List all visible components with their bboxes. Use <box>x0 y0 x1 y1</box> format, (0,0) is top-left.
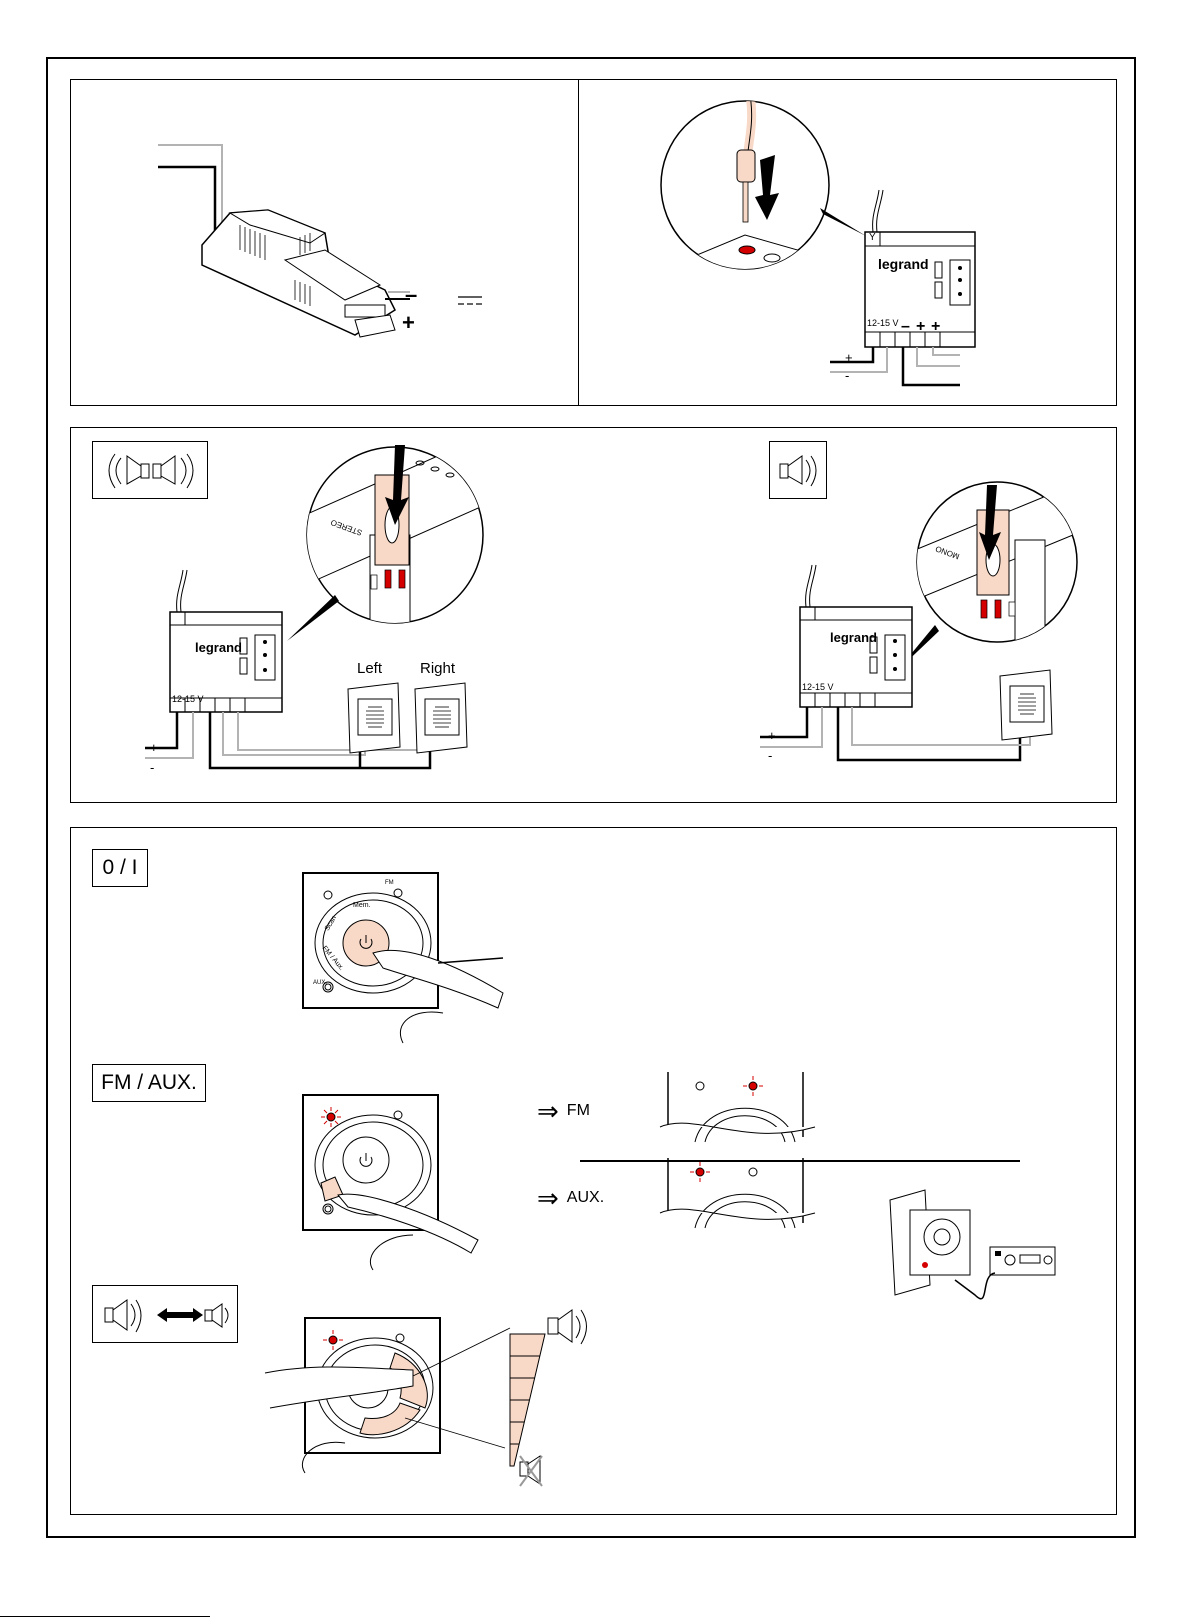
source-mode-label: FM / AUX. <box>92 1064 206 1102</box>
mono-module-voltage: 12-15 V <box>802 682 834 692</box>
led-fm: FM <box>385 880 394 886</box>
module-antenna-symbol: Y <box>869 232 876 243</box>
speaker-mono-icon <box>1000 670 1056 742</box>
implies-arrow-icon: ⇒ <box>537 1185 559 1211</box>
keypad-fm-led-detail <box>665 1072 825 1142</box>
stereo-module-brand: legrand <box>195 640 242 655</box>
module-brand: legrand <box>878 256 929 272</box>
mono-wire-plus: + <box>768 728 776 743</box>
power-mode-label: 0 / I <box>92 849 148 887</box>
panel-divider <box>578 80 579 405</box>
mono-module-brand: legrand <box>830 630 877 645</box>
polarity-plus: + <box>402 310 415 336</box>
aux-device-connection <box>880 1185 1060 1305</box>
power-transformer-illustration <box>150 125 510 345</box>
aux-jack: AUX. <box>313 980 327 986</box>
volume-level-ramp <box>510 1296 600 1486</box>
wire-minus-label: - <box>845 368 849 383</box>
stereo-mode-label <box>92 441 208 499</box>
led-aux-lit-icon <box>321 1107 341 1127</box>
volume-mode-label <box>92 1285 238 1343</box>
stereo-module-voltage: 12-15 V <box>172 694 204 704</box>
module-term-minus: – <box>901 318 910 336</box>
mono-speaker-icon <box>778 448 822 492</box>
stereo-speakers-icon <box>101 448 201 492</box>
result-divider <box>580 1160 1020 1162</box>
key-mem: Mem. <box>353 902 371 909</box>
result-fm: ⇒ FM <box>537 1098 590 1124</box>
result-aux: ⇒ AUX. <box>537 1185 604 1211</box>
power-mode-text: 0 / I <box>102 856 137 880</box>
volume-up-down-icon <box>101 1292 231 1338</box>
mono-wire-minus: - <box>768 748 772 763</box>
result-aux-text: AUX. <box>567 1189 604 1207</box>
implies-arrow-icon: ⇒ <box>537 1098 559 1124</box>
dc-symbol-icon <box>458 295 484 307</box>
polarity-minus: – <box>405 282 417 308</box>
magnifier-pointer <box>820 208 870 238</box>
result-fm-text: FM <box>567 1102 590 1120</box>
wire-plus-label: + <box>845 350 853 365</box>
legrand-module-antenna <box>865 190 985 390</box>
speaker-left-label: Left <box>357 660 382 677</box>
keypad-aux-led-detail <box>665 1158 825 1228</box>
module-term-plus-1: + <box>916 318 925 336</box>
legrand-module-stereo <box>155 570 465 790</box>
stereo-wire-minus: - <box>150 760 154 775</box>
stereo-wire-plus: + <box>150 740 158 755</box>
volume-max-icon <box>558 1310 572 1342</box>
mono-mode-label <box>769 441 827 499</box>
keypad-source-press <box>303 1095 503 1270</box>
module-term-plus-2: + <box>931 318 940 336</box>
speaker-left-icon <box>348 683 404 755</box>
module-voltage: 12-15 V <box>867 318 899 328</box>
speaker-right-label: Right <box>420 660 455 677</box>
speaker-right-icon <box>415 683 471 755</box>
antenna-connector-magnifier <box>655 95 835 275</box>
source-mode-text: FM / AUX. <box>101 1071 197 1095</box>
